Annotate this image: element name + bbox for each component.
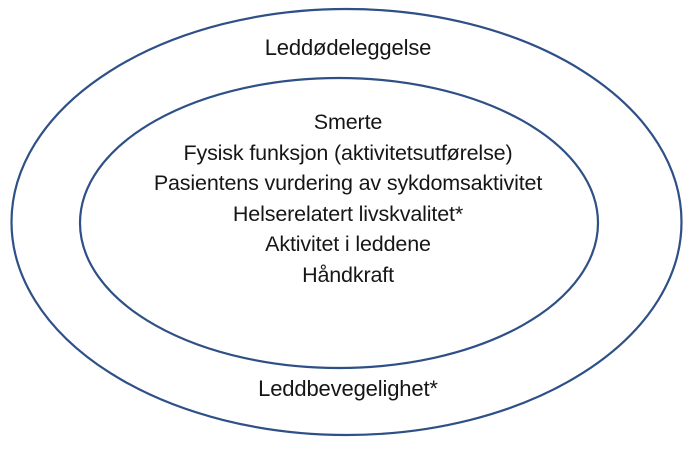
inner-core-item: Aktivitet i leddene bbox=[265, 232, 431, 256]
inner-core-item: Pasientens vurdering av sykdomsaktivitet bbox=[153, 171, 543, 195]
inner-core-item-list: Smerte Fysisk funksjon (aktivitetsutføre… bbox=[0, 107, 696, 290]
inner-core-item: Fysisk funksjon (aktivitetsutførelse) bbox=[183, 140, 513, 165]
inner-core-item: Helserelatert livskvalitet* bbox=[232, 201, 464, 226]
outer-ellipse-shape bbox=[10, 7, 683, 437]
inner-core-item: Smerte bbox=[313, 110, 383, 134]
inner-ellipse-shape bbox=[78, 76, 600, 370]
inner-core-item: Håndkraft bbox=[302, 262, 394, 287]
outer-ring-top-label: Leddødeleggelse bbox=[264, 35, 432, 60]
outer-ring-bottom-label: Leddbevegelighet* bbox=[258, 376, 438, 401]
